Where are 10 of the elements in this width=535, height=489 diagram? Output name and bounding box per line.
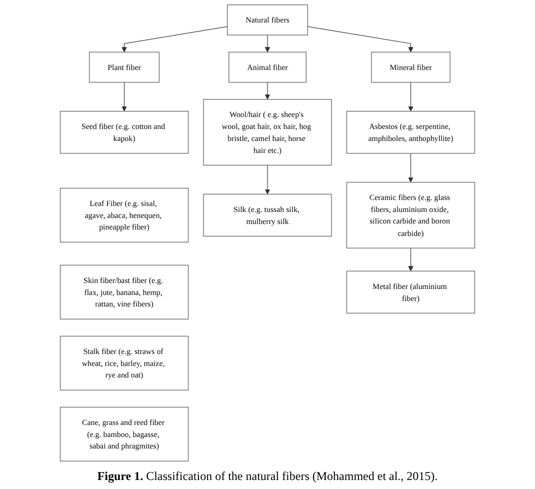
figure-caption: Figure 1. Classification of the natural fibers (Mohammed et al., 2015). <box>96 468 439 485</box>
arrow <box>408 248 414 272</box>
arrow <box>264 82 270 100</box>
arrow <box>307 26 414 52</box>
arrow <box>408 82 414 112</box>
arrow <box>408 153 414 182</box>
arrow <box>264 164 270 194</box>
arrow <box>264 34 270 52</box>
arrow <box>122 82 127 112</box>
arrow <box>122 26 228 52</box>
